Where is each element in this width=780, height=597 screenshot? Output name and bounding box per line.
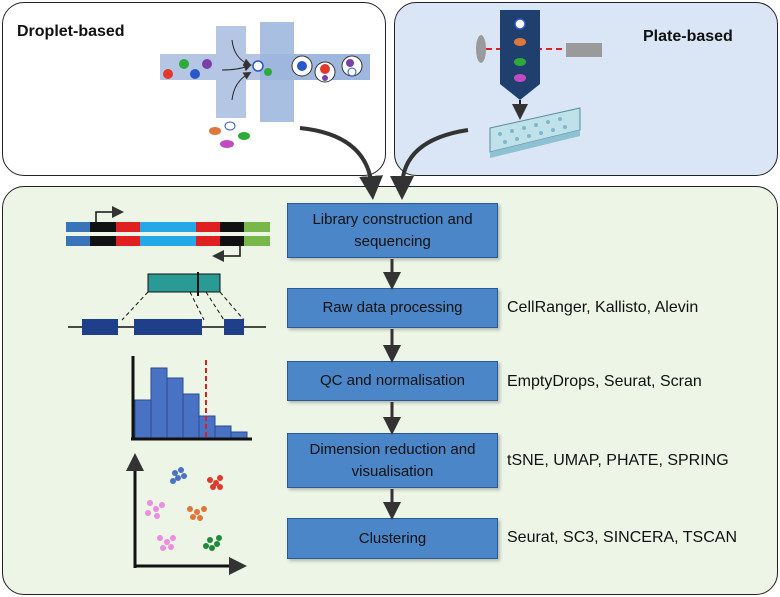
- plate-merge-arrow: [390, 128, 469, 200]
- droplet-merge-arrow: [299, 126, 384, 200]
- tools-qc-normalisation: EmptyDrops, Seurat, Scran: [507, 373, 702, 390]
- step-qc-normalisation: QC and normalisation: [287, 361, 498, 401]
- cluster-scatter-icon: [126, 453, 247, 575]
- qc-histogram-icon: [131, 356, 252, 441]
- read-alignment-icon: [68, 272, 266, 335]
- tools-dimension-reduction: tSNE, UMAP, PHATE, SPRING: [507, 452, 729, 469]
- sequencing-reads-icon: [66, 206, 270, 262]
- tools-clustering: Seurat, SC3, SINCERA, TSCAN: [507, 529, 737, 546]
- microfluidic-chip-icon: [160, 22, 370, 148]
- cell-sorter-icon: [476, 10, 602, 120]
- droplet-based-title: Droplet-based: [17, 23, 125, 40]
- tools-raw-data-processing: CellRanger, Kallisto, Alevin: [507, 299, 699, 316]
- droplet-based-panel: Droplet-based: [2, 2, 386, 176]
- well-plate-icon: [489, 107, 581, 158]
- step-raw-data-processing: Raw data processing: [287, 288, 498, 328]
- plate-based-title: Plate-based: [643, 28, 733, 45]
- plate-based-panel: Plate-based: [394, 2, 778, 176]
- step-dimension-reduction: Dimension reduction and visualisation: [287, 433, 498, 488]
- step-library-construction: Library construction and sequencing: [287, 203, 498, 258]
